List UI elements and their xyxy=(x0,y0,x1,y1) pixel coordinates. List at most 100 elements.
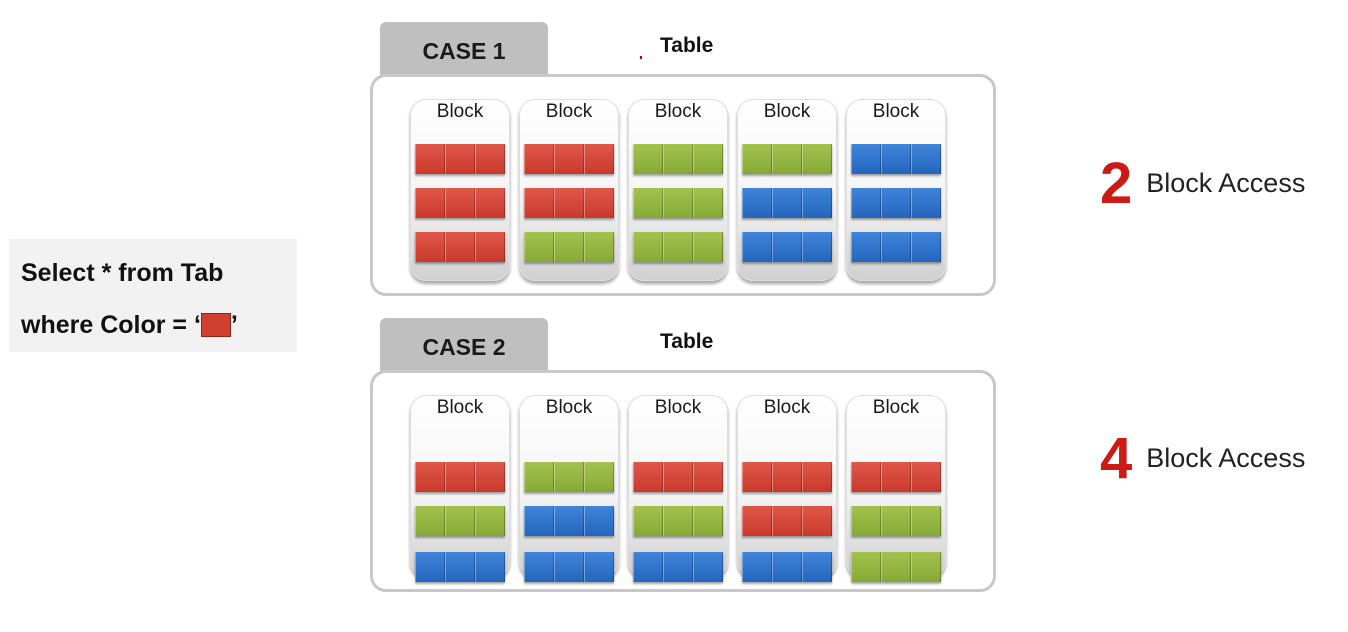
row-cell xyxy=(802,144,832,174)
green-row xyxy=(524,232,614,262)
case-1-table: Block Block Block Block Block xyxy=(370,74,996,296)
red-row xyxy=(742,506,832,536)
row-cell xyxy=(475,144,505,174)
row-cell xyxy=(475,188,505,218)
row-cell xyxy=(633,552,663,582)
blue-row xyxy=(524,506,614,536)
row-cell xyxy=(584,462,614,492)
red-row xyxy=(524,144,614,174)
row-cell xyxy=(742,144,772,174)
row-cell xyxy=(802,188,832,218)
row-cell xyxy=(742,232,772,262)
row-cell xyxy=(911,144,941,174)
row-cell xyxy=(693,506,723,536)
blue-row xyxy=(851,232,941,262)
row-cell xyxy=(663,188,693,218)
blue-row xyxy=(524,552,614,582)
green-row xyxy=(851,552,941,582)
block-label: Block xyxy=(763,101,811,122)
green-row xyxy=(524,462,614,492)
blue-row xyxy=(633,552,723,582)
block: Block xyxy=(519,395,619,582)
row-cell xyxy=(742,462,772,492)
row-cell xyxy=(663,552,693,582)
case-2-tab: CASE 2 xyxy=(380,318,548,372)
red-dot-marker xyxy=(640,56,642,59)
block-label: Block xyxy=(436,101,484,122)
row-cell xyxy=(881,232,911,262)
block: Block xyxy=(628,99,728,281)
row-cell xyxy=(693,462,723,492)
row-cell xyxy=(584,144,614,174)
red-row xyxy=(415,462,505,492)
row-cell xyxy=(881,552,911,582)
row-cell xyxy=(415,506,445,536)
green-row xyxy=(633,506,723,536)
row-cell xyxy=(693,144,723,174)
row-cell xyxy=(633,462,663,492)
red-row xyxy=(415,188,505,218)
red-row xyxy=(415,232,505,262)
row-cell xyxy=(554,462,584,492)
red-row xyxy=(524,188,614,218)
row-cell xyxy=(772,552,802,582)
block: Block xyxy=(410,395,510,582)
row-cell xyxy=(415,188,445,218)
case-1-tab: CASE 1 xyxy=(380,22,548,76)
query-line-2: where Color = ‘’ xyxy=(21,305,297,357)
row-cell xyxy=(851,462,881,492)
row-cell xyxy=(802,506,832,536)
row-cell xyxy=(445,188,475,218)
row-cell xyxy=(693,232,723,262)
row-cell xyxy=(911,552,941,582)
row-cell xyxy=(772,462,802,492)
row-cell xyxy=(663,506,693,536)
row-cell xyxy=(554,506,584,536)
block: Block xyxy=(519,99,619,281)
query-line-1: Select * from Tab xyxy=(21,259,224,287)
row-cell xyxy=(524,144,554,174)
row-cell xyxy=(584,506,614,536)
row-cell xyxy=(851,552,881,582)
block: Block xyxy=(737,99,837,281)
row-cell xyxy=(584,188,614,218)
green-row xyxy=(633,188,723,218)
row-cell xyxy=(693,188,723,218)
row-cell xyxy=(554,232,584,262)
row-cell xyxy=(475,506,505,536)
blue-row xyxy=(742,552,832,582)
row-cell xyxy=(524,462,554,492)
block: Block xyxy=(737,395,837,582)
block-label: Block xyxy=(654,101,702,122)
row-cell xyxy=(742,506,772,536)
block-label: Block xyxy=(872,101,920,122)
row-cell xyxy=(633,506,663,536)
row-cell xyxy=(415,552,445,582)
row-cell xyxy=(881,144,911,174)
row-cell xyxy=(445,462,475,492)
red-row xyxy=(742,462,832,492)
case-2-block-access-count: 4 xyxy=(1100,426,1133,491)
green-row xyxy=(742,144,832,174)
row-cell xyxy=(802,462,832,492)
row-cell xyxy=(584,232,614,262)
row-cell xyxy=(693,552,723,582)
case-1-block-access-count: 2 xyxy=(1100,151,1133,216)
row-cell xyxy=(475,232,505,262)
blue-row xyxy=(415,552,505,582)
case-2-block-access-label: Block Access xyxy=(1146,443,1306,473)
row-cell xyxy=(802,232,832,262)
row-cell xyxy=(851,144,881,174)
row-cell xyxy=(772,232,802,262)
block: Block xyxy=(846,395,946,582)
block-label: Block xyxy=(436,397,484,418)
row-cell xyxy=(445,232,475,262)
row-cell xyxy=(554,552,584,582)
red-row xyxy=(415,144,505,174)
block: Block xyxy=(846,99,946,281)
row-cell xyxy=(445,506,475,536)
row-cell xyxy=(663,144,693,174)
query-closing-quote: ’ xyxy=(230,311,238,339)
